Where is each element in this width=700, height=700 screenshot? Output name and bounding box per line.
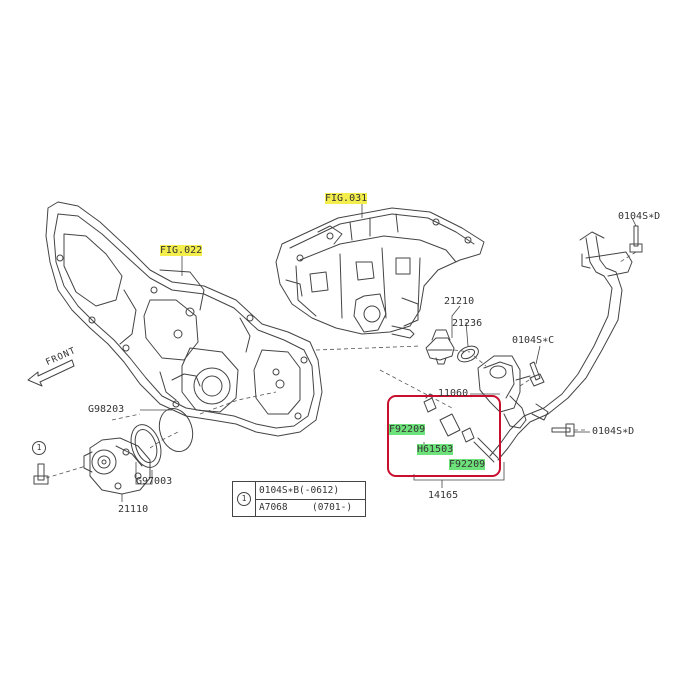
thermostat [425, 329, 455, 365]
label-h61503: H61503 [417, 444, 454, 455]
note-table-row-2-part: A7068 [259, 502, 288, 513]
label-0104s-d-right: 0104S∗D [592, 426, 635, 437]
note-table-marker: 1 [237, 492, 251, 506]
bolt-0104s-d-top [629, 225, 643, 253]
bolt-0104s-d-right [551, 423, 575, 437]
water-pipe [489, 231, 633, 461]
label-14165: 14165 [428, 490, 459, 501]
highlight-callout-box [387, 395, 501, 477]
bolt-0104s-c [529, 361, 545, 387]
water-pump [83, 437, 151, 495]
note-table-marker-cell: 1 [233, 482, 256, 516]
note-table-row-2-range: (0701-) [312, 502, 353, 513]
oil-pan [275, 207, 485, 339]
label-21110: 21110 [118, 504, 149, 515]
label-g98203: G98203 [88, 404, 125, 415]
label-fig031[interactable]: FIG.031 [325, 193, 368, 204]
label-f92209-b: F92209 [449, 459, 486, 470]
gasket-g98203 [158, 408, 194, 452]
assembly-lines [45, 251, 637, 479]
pump-bolt [33, 463, 49, 485]
label-21236: 21236 [452, 318, 483, 329]
note-table-row-1-text: 0104S∗B(-0612) [259, 485, 340, 496]
thermostat-gasket [457, 345, 479, 363]
timing-cover [45, 201, 323, 437]
label-0104s-c: 0104S∗C [512, 335, 555, 346]
label-g97003: G97003 [136, 476, 173, 487]
label-f92209-a: F92209 [389, 424, 426, 435]
callout-marker-1: 1 [32, 441, 46, 455]
note-table: 1 0104S∗B(-0612) A7068 (0701-) [232, 481, 366, 517]
note-table-row-2: A7068 (0701-) [256, 499, 365, 516]
note-table-row-1: 0104S∗B(-0612) [256, 482, 365, 500]
gasket-g97003 [130, 424, 162, 468]
label-21210: 21210 [444, 296, 475, 307]
label-0104s-d-top: 0104S∗D [618, 211, 661, 222]
label-11060: 11060 [438, 388, 469, 399]
label-fig022[interactable]: FIG.022 [160, 245, 203, 256]
front-arrow-icon [27, 359, 75, 387]
